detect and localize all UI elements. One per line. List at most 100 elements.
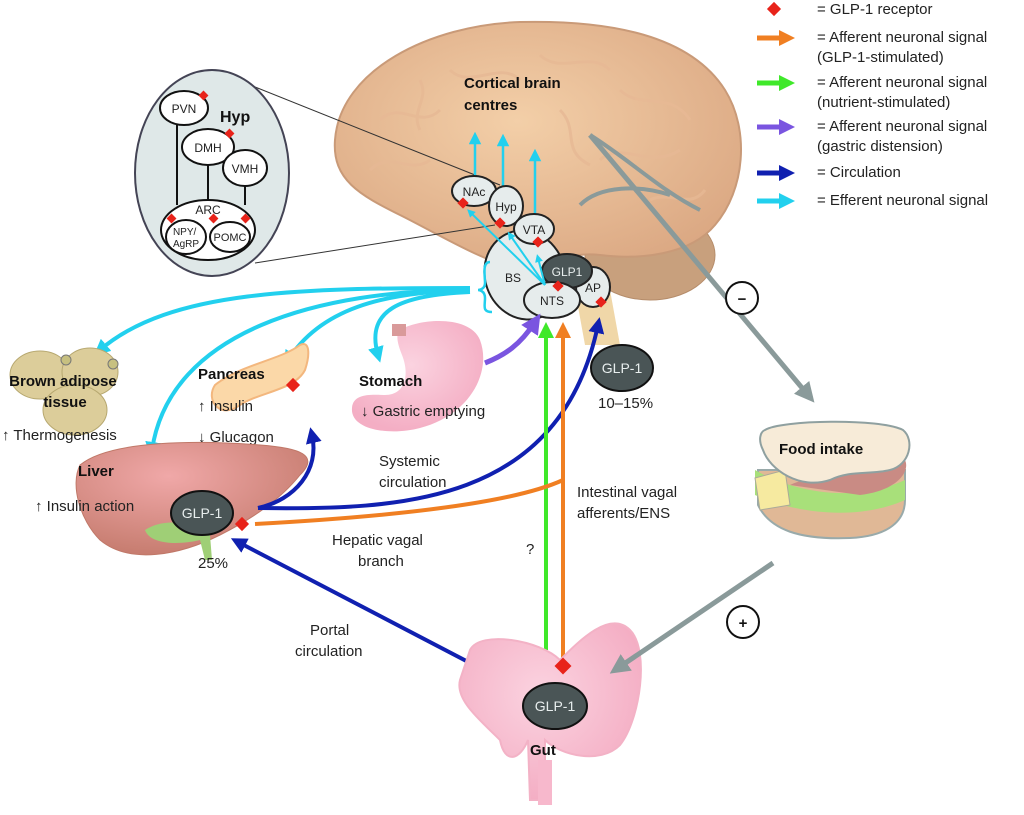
hyp-label: Hyp <box>495 200 517 214</box>
hepatic-vagal-branch-line <box>254 478 564 526</box>
efferent-arrow-nts-vta <box>535 254 546 286</box>
npy-agrp-node <box>165 219 207 255</box>
receptor-npy <box>166 213 177 224</box>
liver-label: Liver <box>78 463 114 480</box>
receptor-dmh <box>224 128 235 139</box>
brown-adipose-tissue <box>9 347 119 436</box>
sandwich-icon <box>754 420 911 540</box>
insulin-action-effect: ↑ Insulin action <box>35 498 134 515</box>
insulin-effect: ↑ Insulin <box>198 398 253 415</box>
gastric-emptying-effect: ↓ Gastric emptying <box>361 403 485 420</box>
receptor-gut <box>554 657 572 675</box>
efferent-arrow-nts-nac <box>467 209 546 286</box>
receptor-pvn <box>198 90 209 101</box>
purple-arrow-icon <box>757 117 817 137</box>
receptor-hyp <box>494 217 506 229</box>
vmh-node <box>222 149 268 187</box>
stomach-label: Stomach <box>359 373 422 390</box>
stomach-esophagus <box>392 324 406 336</box>
systemic-glp1-node <box>590 344 654 392</box>
minus-sign-circle <box>725 281 759 315</box>
receptor-glp1 <box>552 280 564 292</box>
pancreas-shape <box>210 343 310 412</box>
rectum <box>538 760 552 805</box>
nts-label: NTS <box>540 294 564 308</box>
dmh-node <box>181 128 235 166</box>
vta-label: VTA <box>523 223 545 237</box>
minus-sign: − <box>738 291 747 308</box>
receptor-vta <box>532 236 544 248</box>
pancreas-label: Pancreas <box>198 366 265 383</box>
green-arrow-icon <box>757 73 817 93</box>
red-diamond-icon <box>757 0 817 20</box>
afferent-gastric-arrow <box>484 313 541 366</box>
legend-label: = Afferent neuronal signal (nutrient-sti… <box>817 74 988 111</box>
vta-region <box>513 213 555 245</box>
gut-label: Gut <box>530 742 556 759</box>
receptor-nac <box>457 197 469 209</box>
receptor-ap <box>595 296 607 308</box>
receptor-pomc-left <box>208 213 219 224</box>
gut-glp1-label: GLP-1 <box>535 698 576 714</box>
gut-glp1-node <box>522 682 588 730</box>
nac-label: NAc <box>463 185 486 199</box>
brain-feedback-branch <box>578 133 701 212</box>
systemic-glp1-label: GLP-1 <box>602 360 643 376</box>
inset-connector-bottom <box>254 224 496 264</box>
efferent-to-stomach <box>368 290 471 363</box>
hyp-region <box>488 185 524 227</box>
liver-percent: 25% <box>198 555 228 572</box>
inhibit-food-intake-arrow <box>588 133 815 403</box>
legend-label: = Afferent neuronal signal (GLP-1-stimul… <box>817 29 988 66</box>
cyan-arrow-icon <box>757 191 817 211</box>
receptor-pomc-right <box>240 213 251 224</box>
blue-arrow-icon <box>757 163 817 183</box>
brainstem-brace <box>477 260 493 314</box>
vmh-label: VMH <box>232 162 259 176</box>
bs-label: BS <box>505 271 521 285</box>
stomach-shape <box>351 320 484 432</box>
receptor-pancreas <box>285 377 301 393</box>
inset-connector-top <box>244 82 501 186</box>
pomc-node <box>209 221 251 253</box>
legend-label: = Efferent neuronal signal <box>817 192 989 209</box>
systemic-circulation-arrow <box>257 317 605 511</box>
dmh-label: DMH <box>194 141 221 155</box>
food-intake-label: Food intake <box>779 441 863 458</box>
legend-item-afferent-glp1: = Afferent neuronal signal (GLP-1-stimul… <box>757 28 987 68</box>
efferent-arrow-nts-hyp <box>507 231 546 286</box>
legend-item-afferent-gastric: = Afferent neuronal signal (gastric dist… <box>757 117 987 157</box>
plus-sign: + <box>739 615 748 632</box>
efferent-to-bat <box>93 286 471 356</box>
pvn-node <box>159 90 209 126</box>
npy-agrp-label: NPY/ AgRP <box>173 227 199 250</box>
legend-item-receptor: = GLP-1 receptor <box>757 0 932 20</box>
question-mark: ? <box>526 541 534 558</box>
arc-label: ARC <box>195 203 221 217</box>
legend-label: = GLP-1 receptor <box>817 1 933 18</box>
glucagon-effect: ↓ Glucagon <box>198 429 274 446</box>
receptor-liver <box>234 516 250 532</box>
pvn-label: PVN <box>172 102 197 116</box>
cortical-brain-centres-label: Cortical brain centres <box>464 75 565 114</box>
legend-item-efferent: = Efferent neuronal signal <box>757 191 988 211</box>
thermogenesis-effect: ↑ Thermogenesis <box>2 427 117 444</box>
hyp-inset-title: Hyp <box>220 109 250 126</box>
pomc-label: POMC <box>214 232 247 244</box>
efferent-arrows <box>93 286 471 458</box>
circulation-to-pancreas <box>257 427 322 510</box>
brain-regions: NAc Hyp VTA BS GLP1 NTS AP <box>451 175 611 321</box>
plus-sign-circle <box>726 605 760 639</box>
systemic-percent: 10–15% <box>598 395 653 412</box>
orange-arrow-icon <box>757 28 817 48</box>
legend-item-afferent-nutrient: = Afferent neuronal signal (nutrient-sti… <box>757 73 987 113</box>
efferent-to-liver <box>145 288 471 458</box>
hypothalamus-inset: Hyp PVN DMH VMH ARC NPY/ AgRP POMC <box>134 69 290 277</box>
cerebrum <box>333 20 742 272</box>
glp1-region-label: GLP1 <box>552 265 583 279</box>
